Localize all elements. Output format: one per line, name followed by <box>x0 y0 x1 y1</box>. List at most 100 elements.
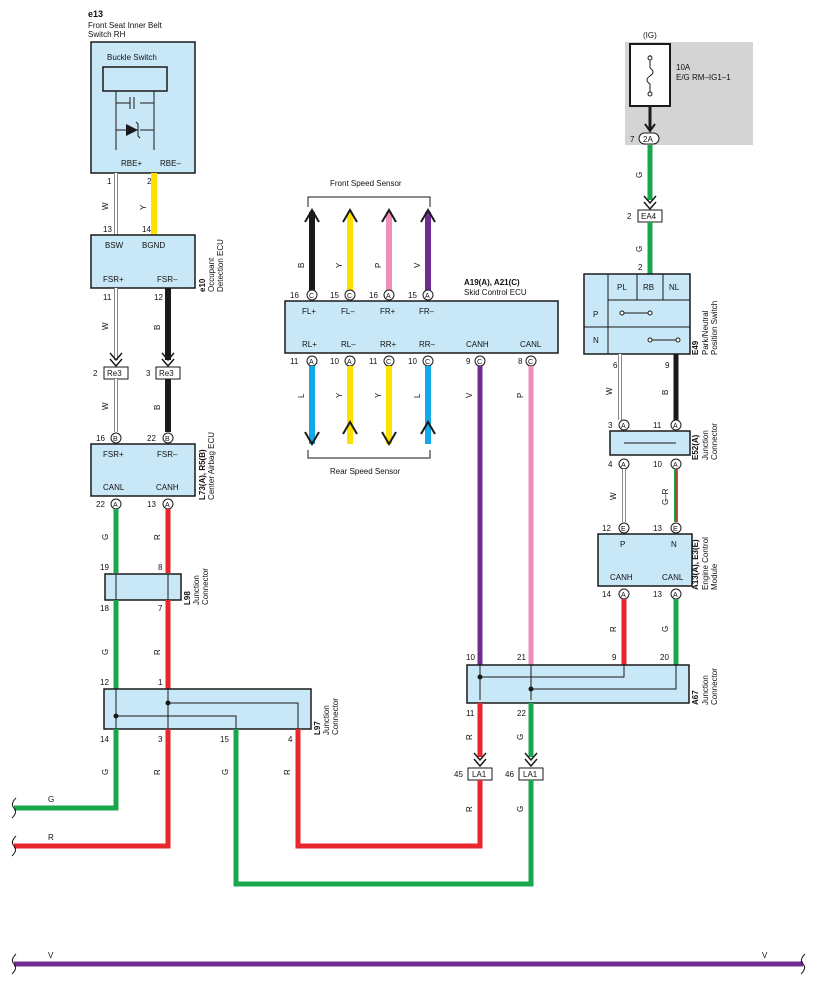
l73-code: L73(A), R5(B) <box>198 449 207 500</box>
pin-a19-t2: 15 <box>330 291 339 300</box>
fuse-name: E/G RM–IG1–1 <box>676 73 731 82</box>
pin-l73-22b: 22 <box>96 500 105 509</box>
e49-name-2: Position Switch <box>710 301 719 355</box>
pin-a13-12: 12 <box>602 524 611 533</box>
rear-sensor-label: Rear Speed Sensor <box>330 467 401 476</box>
e10-name-2: Detection ECU <box>216 239 225 292</box>
l97-junction-box <box>103 688 312 730</box>
a13-code: A13(A), E3(E) <box>691 539 700 590</box>
wire-rs-1-color: L <box>297 393 306 398</box>
pin-e13-2: 2 <box>147 177 152 186</box>
fuse-box <box>629 43 671 107</box>
a67-junction-box <box>466 664 690 704</box>
pin-a19-t3-code: A <box>386 293 391 300</box>
pin-e52-4: 4 <box>608 460 613 469</box>
e10-code: e10 <box>198 278 207 292</box>
pin-l97-3: 3 <box>158 735 163 744</box>
pin-a19-b5-code: C <box>477 359 482 366</box>
pin-l97-12: 12 <box>100 678 109 687</box>
a19-top-fr-minus: FR– <box>419 307 435 316</box>
pin-a13-14-code: A <box>621 592 626 599</box>
wire-l97-3-color: R <box>153 769 162 775</box>
wire-la1a-color: R <box>465 806 474 812</box>
a19-bot-rl-minus: RL– <box>341 340 356 349</box>
pin-a19-t4: 15 <box>408 291 417 300</box>
e13-name-1: Front Seat Inner Belt <box>88 21 163 30</box>
pin-l73-16: 16 <box>96 434 105 443</box>
wire-e52-4-color: W <box>609 492 618 500</box>
e13-code: e13 <box>88 9 103 19</box>
l73-airbag-ecu-box <box>90 443 196 497</box>
pin-a67-10: 10 <box>466 653 475 662</box>
pin-e52-10-code: A <box>673 462 678 469</box>
pin-l73-16-code: B <box>113 436 118 443</box>
pin-l73-13-code: A <box>165 502 170 509</box>
a13-pin-canl: CANL <box>662 573 684 582</box>
e13-buckle-switch-box <box>90 41 196 174</box>
e52-name-2: Connector <box>710 423 719 460</box>
wire-fs-1-color: B <box>297 263 306 268</box>
e49-name-1: Park/Neutral <box>701 310 710 355</box>
e10-name-1: Occupant <box>207 257 216 292</box>
e13-pin-rbe-minus: RBE– <box>160 159 181 168</box>
wire-out-g-color: G <box>48 795 54 804</box>
pin-a19-b3: 11 <box>369 357 378 366</box>
pin-la1a-n: 45 <box>454 770 463 779</box>
pin-e52-3: 3 <box>608 421 613 430</box>
wire-a13-14-color: R <box>609 626 618 632</box>
wire-ea4-color: G <box>635 246 644 252</box>
wire-v-right-color: V <box>762 951 768 960</box>
front-sensor-label: Front Speed Sensor <box>330 179 402 188</box>
pin-a13-13: 13 <box>653 524 662 533</box>
wire-re3b-color: B <box>153 405 162 410</box>
connector-la1a: LA1 <box>472 770 487 779</box>
pin-a67-11: 11 <box>466 709 475 718</box>
wire-la1b-color: G <box>516 806 525 812</box>
l73-pin-canh: CANH <box>156 483 179 492</box>
a13-name-1: Engine Control <box>701 537 710 590</box>
wire-e10-11-color: W <box>101 322 110 330</box>
pin-a19-b4-code: C <box>425 359 430 366</box>
a13-ecm-box <box>597 533 693 587</box>
pin-l98-7: 7 <box>158 604 163 613</box>
wire-fuse-color: G <box>635 172 644 178</box>
pin-a13-13-code: E <box>673 526 678 533</box>
wire-l73-r-color: R <box>153 534 162 540</box>
e52-name-1: Junction <box>701 430 710 460</box>
pin-a19-b5: 9 <box>466 357 471 366</box>
e49-code: E49 <box>691 340 700 355</box>
wire-e49-6-color: W <box>605 387 614 395</box>
pin-la1b-n: 46 <box>505 770 514 779</box>
pin-a19-t2-code: C <box>347 293 352 300</box>
pin-a67-9: 9 <box>612 653 617 662</box>
a67-code: A67 <box>691 690 700 705</box>
connector-ea4: EA4 <box>641 212 657 221</box>
wire-fs-2-color: Y <box>335 262 344 268</box>
e49-col-rb: RB <box>643 283 654 292</box>
pin-l73-22b-code: A <box>113 502 118 509</box>
pin-e52-11: 11 <box>653 421 662 430</box>
wire-rs-2-color: Y <box>335 392 344 398</box>
pin-a19-b6: 8 <box>518 357 523 366</box>
e49-col-nl: NL <box>669 283 680 292</box>
e13-name-2: Switch RH <box>88 30 126 39</box>
e10-pin-fsr-plus: FSR+ <box>103 275 124 284</box>
a19-name: Skid Control ECU <box>464 288 527 297</box>
pin-fuse-7: 7 <box>630 135 635 144</box>
wire-l97-4-color: R <box>283 769 292 775</box>
a13-pin-canh: CANH <box>610 573 633 582</box>
pin-a19-b6-code: C <box>528 359 533 366</box>
l73-pin-fsr-plus: FSR+ <box>103 450 124 459</box>
wire-e52-10-color: G–R <box>661 488 670 505</box>
wire-e10-12-color: B <box>153 325 162 330</box>
pin-l98-18: 18 <box>100 604 109 613</box>
pin-a19-b4: 10 <box>408 357 417 366</box>
pin-l97-15: 15 <box>220 735 229 744</box>
fuse-ig-label: (IG) <box>643 31 657 40</box>
connector-re3a: Re3 <box>107 369 122 378</box>
e10-pin-bsw: BSW <box>105 241 124 250</box>
wire-l98-r-color: R <box>153 649 162 655</box>
l97-name-2: Connector <box>331 698 340 735</box>
pin-a19-t4-code: A <box>425 293 430 300</box>
